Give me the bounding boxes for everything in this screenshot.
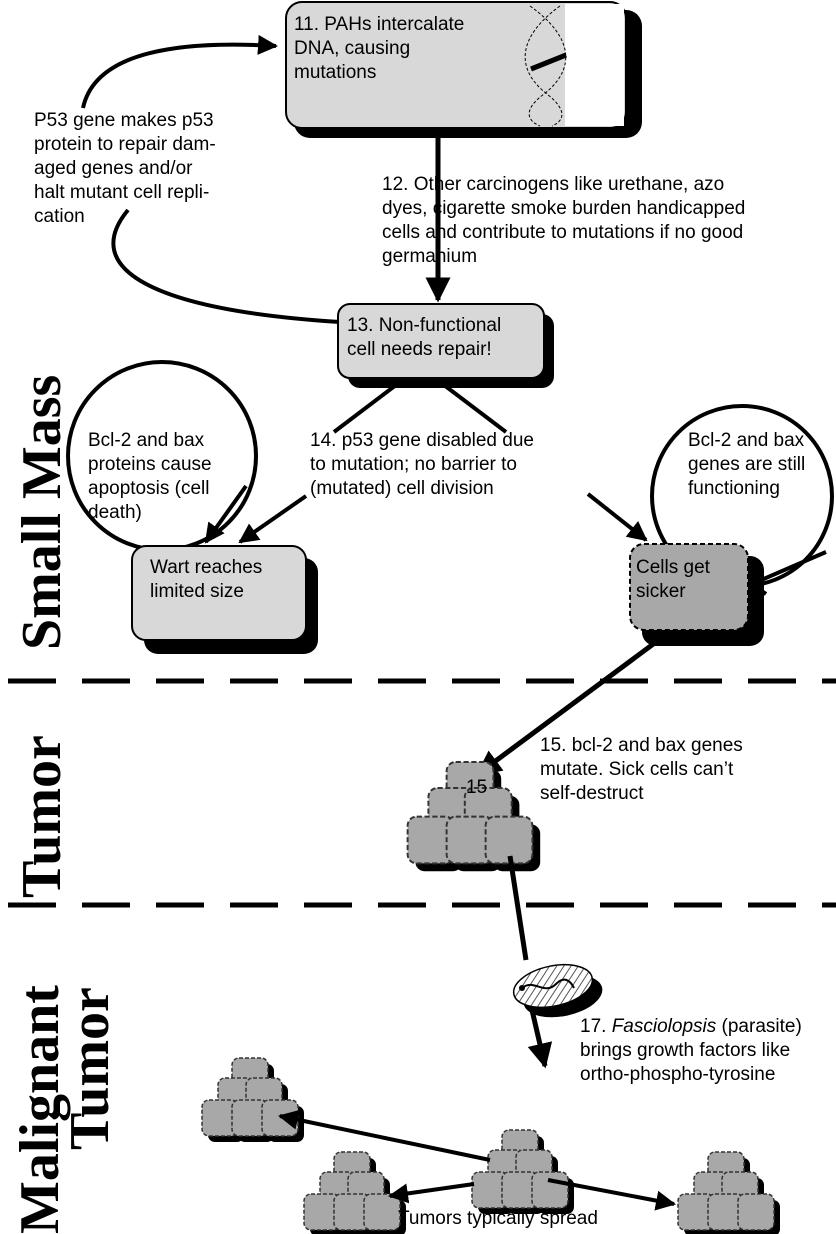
svg-text:genes are still: genes are still	[688, 454, 805, 475]
spread-arrow-bottom-right	[547, 1178, 676, 1211]
svg-text:(mutated) cell division: (mutated) cell division	[310, 478, 494, 499]
node-pahs-line-1: 11. PAHs intercalate	[294, 14, 464, 35]
svg-text:Wart reaches: Wart reaches	[150, 557, 262, 578]
stage-label-malignant-tumor: Tumor	[59, 987, 121, 1150]
tumor-cluster-bottom-left	[304, 1152, 406, 1234]
svg-text:limited size: limited size	[150, 581, 244, 602]
svg-text:cell needs repair!: cell needs repair!	[347, 339, 492, 360]
branch-left	[332, 380, 402, 434]
node-sicker: Cells get sicker	[629, 543, 764, 646]
svg-text:self-destruct: self-destruct	[540, 783, 644, 804]
note-p53-gene: P53 gene makes p53 protein to repair dam…	[34, 110, 216, 227]
dna-panel	[565, 4, 624, 126]
note-spread: Tumors typically spread	[398, 1208, 598, 1229]
svg-text:17. Fasciolopsis (parasite): 17. Fasciolopsis (parasite)	[580, 1016, 802, 1037]
spread-arrow-bottom-left	[388, 1182, 475, 1204]
svg-text:Bcl-2 and bax: Bcl-2 and bax	[688, 430, 805, 451]
note-fasciolopsis: 17. Fasciolopsis (parasite) brings growt…	[580, 1016, 802, 1085]
tumor-cluster-bottom-right	[678, 1152, 780, 1234]
svg-text:functioning: functioning	[688, 478, 780, 499]
branch-right	[438, 380, 508, 434]
note-apoptosis: Bcl-2 and bax proteins cause apoptosis (…	[88, 430, 212, 523]
tumor-cluster-center	[472, 1130, 574, 1214]
svg-text:brings growth factors like: brings growth factors like	[580, 1040, 790, 1061]
arrow-to-sicker	[586, 492, 648, 542]
svg-text:cation: cation	[34, 206, 85, 227]
arrow-apoptosis-to-wart	[204, 484, 248, 544]
svg-text:15: 15	[466, 777, 487, 798]
arrow-sicker-to-tumor	[475, 639, 658, 777]
svg-text:15. bcl-2 and bax genes: 15. bcl-2 and bax genes	[540, 735, 743, 756]
parasite-icon	[512, 963, 603, 1018]
stage-label-tumor: Tumor	[11, 735, 73, 898]
node-pahs: 11. PAHs intercalate DNA, causing mutati…	[285, 1, 642, 138]
stage-label-small-mass: Small Mass	[11, 375, 73, 650]
svg-text:sicker: sicker	[636, 581, 686, 602]
svg-text:to mutation; no barrier to: to mutation; no barrier to	[310, 454, 517, 475]
svg-text:13. Non-functional: 13. Non-functional	[347, 315, 501, 336]
svg-text:germanium: germanium	[382, 246, 477, 267]
svg-text:protein to repair dam-: protein to repair dam-	[34, 134, 216, 155]
svg-text:14. p53 gene disabled due: 14. p53 gene disabled due	[310, 430, 534, 451]
arrow-to-wart	[238, 494, 308, 544]
arrow-parasite-to-malignant	[527, 1009, 553, 1069]
node-pahs-line-2: DNA, causing	[294, 38, 410, 59]
stage-label-malignant: Malignant	[9, 985, 71, 1234]
svg-text:halt mutant cell repli-: halt mutant cell repli-	[34, 182, 209, 203]
pah-molecule-icon	[530, 52, 567, 72]
svg-text:proteins cause: proteins cause	[88, 454, 212, 475]
loop-upper-arrow	[81, 34, 278, 109]
svg-text:Cells get: Cells get	[636, 557, 711, 578]
svg-text:death): death)	[88, 502, 142, 523]
tumor-cluster-left	[202, 1058, 304, 1142]
note-p53-disabled: 14. p53 gene disabled due to mutation; n…	[310, 430, 534, 499]
svg-text:aged genes and/or: aged genes and/or	[34, 158, 193, 179]
note-other-carcinogens: 12. Other carcinogens like urethane, azo…	[382, 174, 745, 267]
tumor-cluster-15: 15	[408, 762, 541, 871]
node-nonfunctional: 13. Non-functional cell needs repair!	[337, 303, 554, 388]
spread-arrow-left	[278, 1109, 491, 1162]
svg-text:12. Other carcinogens like ure: 12. Other carcinogens like urethane, azo	[382, 174, 724, 195]
svg-text:apoptosis (cell: apoptosis (cell	[88, 478, 209, 499]
svg-text:P53 gene makes p53: P53 gene makes p53	[34, 110, 214, 131]
node-pahs-line-3: mutations	[294, 62, 376, 83]
svg-text:dyes, cigarette smoke burden h: dyes, cigarette smoke burden handicapped	[382, 198, 745, 219]
svg-text:cells and contribute to mutati: cells and contribute to mutations if no …	[382, 222, 743, 243]
loop-lower-path	[111, 208, 341, 324]
node-wart: Wart reaches limited size	[131, 545, 318, 654]
svg-text:ortho-phospho-tyrosine: ortho-phospho-tyrosine	[580, 1064, 775, 1085]
note-still-functioning: Bcl-2 and bax genes are still functionin…	[688, 430, 805, 499]
arrow-tumor-to-parasite	[507, 855, 529, 961]
svg-text:mutate. Sick cells can’t: mutate. Sick cells can’t	[540, 759, 734, 780]
note-bcl-mutate: 15. bcl-2 and bax genes mutate. Sick cel…	[540, 735, 743, 804]
dna-helix-icon	[528, 5, 567, 127]
svg-text:Bcl-2 and bax: Bcl-2 and bax	[88, 430, 205, 451]
